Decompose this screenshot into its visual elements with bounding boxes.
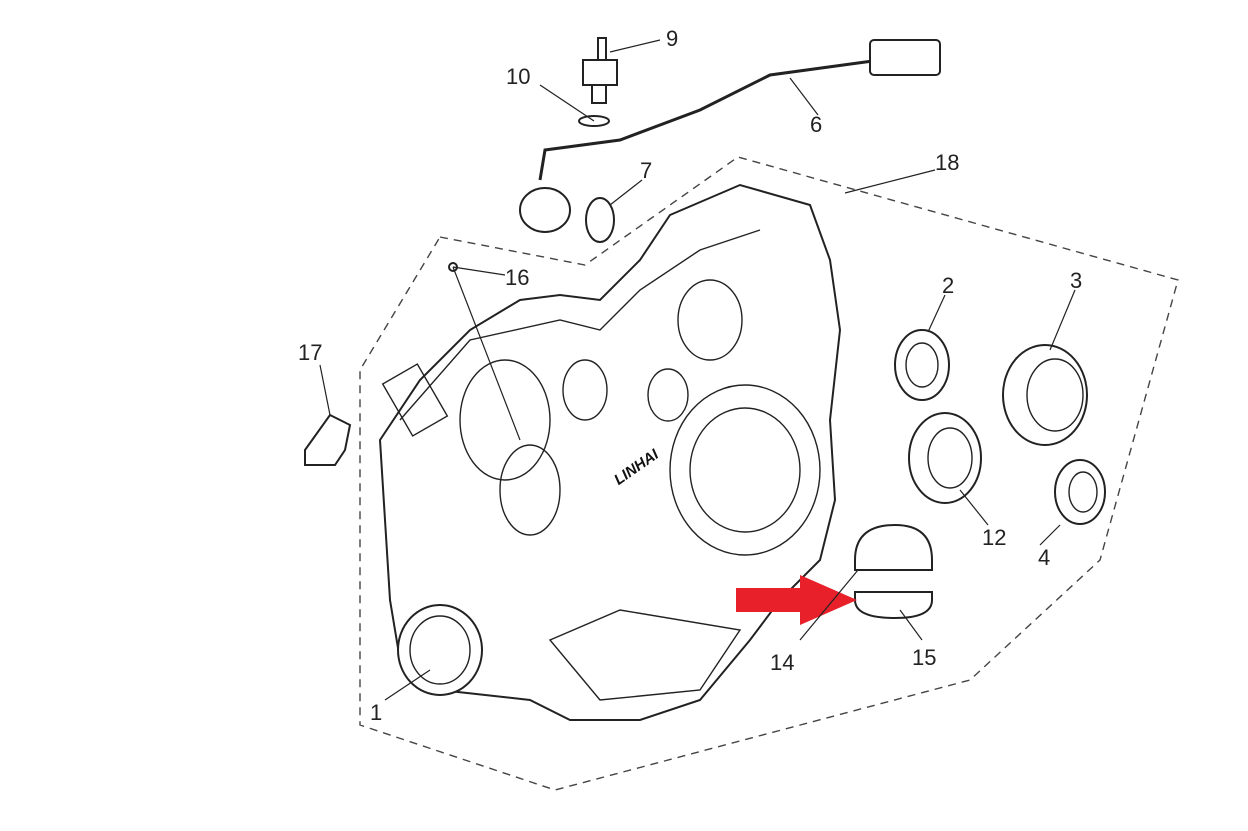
callout-9: 9 <box>666 26 678 51</box>
speed-sensor <box>519 187 571 233</box>
bearing-3 <box>1002 344 1088 446</box>
o-ring-7 <box>585 197 615 243</box>
oil-seal-2 <box>894 329 950 401</box>
callout-18: 18 <box>935 150 959 175</box>
bearing-12 <box>908 412 982 504</box>
callout-6: 6 <box>810 112 822 137</box>
callout-2: 2 <box>942 273 954 298</box>
connector <box>869 39 941 76</box>
sensor-harness <box>519 37 941 243</box>
bushing-14-15 <box>854 523 933 620</box>
bracket-17 <box>304 413 352 466</box>
callout-7: 7 <box>640 158 652 183</box>
assembly-boundary <box>359 156 1179 791</box>
leader-lines <box>319 39 1076 701</box>
bearing-boss-1 <box>397 604 483 696</box>
callout-1: 1 <box>370 700 382 725</box>
crankcase: LINHAI <box>378 183 842 721</box>
callout-12: 12 <box>982 525 1006 550</box>
highlight-arrow <box>736 575 857 625</box>
callout-3: 3 <box>1070 268 1082 293</box>
bearing-4 <box>1054 459 1106 525</box>
callout-4: 4 <box>1038 545 1050 570</box>
callout-10: 10 <box>506 64 530 89</box>
callout-15: 15 <box>912 645 936 670</box>
callout-16: 16 <box>505 265 529 290</box>
callout-14: 14 <box>770 650 794 675</box>
oil-switch-9 <box>582 59 618 86</box>
callout-17: 17 <box>298 340 322 365</box>
